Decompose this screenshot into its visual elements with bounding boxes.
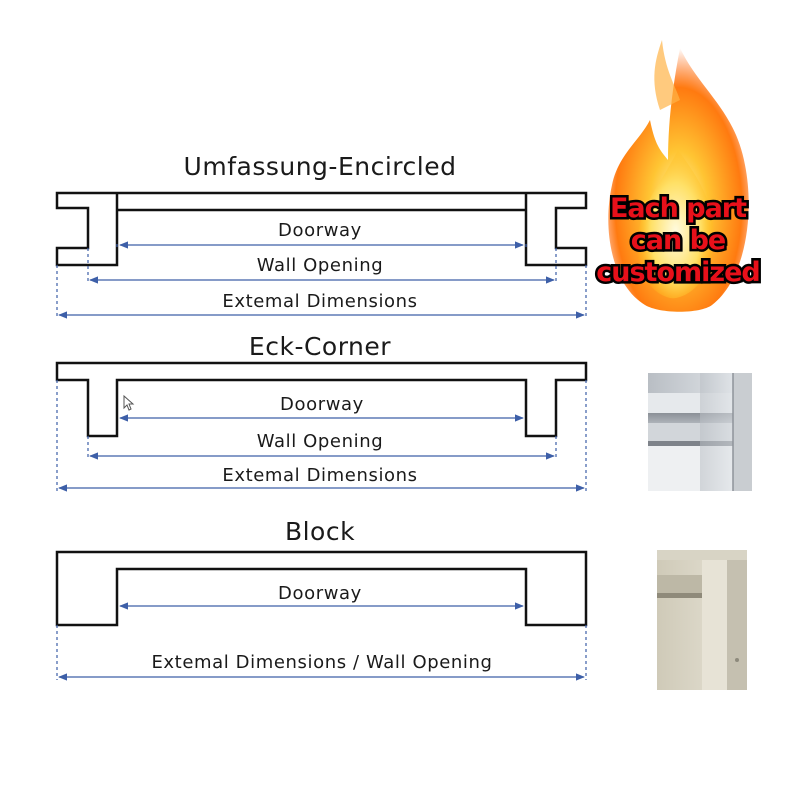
- section-block: Block Doorway Extemal Dimensions / Wall …: [55, 517, 588, 681]
- block-frame-photo: [657, 550, 747, 690]
- external-dimensions-wall-opening-label: Extemal Dimensions / Wall Opening: [151, 652, 492, 673]
- section-corner: Eck-Corner Doorway Wall Opening Extemal …: [55, 332, 588, 492]
- doorway-label: Doorway: [278, 220, 362, 241]
- block-frame-profile: [55, 550, 588, 627]
- badge-line-3: customized: [596, 257, 760, 288]
- flame-icon: [608, 40, 749, 312]
- wall-opening-label: Wall Opening: [257, 255, 384, 276]
- section-title: Umfassung-Encircled: [184, 152, 457, 181]
- section-title: Block: [285, 517, 355, 546]
- corner-frame-photo: [648, 373, 752, 491]
- external-dimensions-label: Extemal Dimensions: [222, 465, 417, 486]
- cursor-icon: [123, 394, 135, 411]
- section-encircled: Umfassung-Encircled Doorway Wall Opening…: [55, 152, 588, 319]
- badge-line-1: Each part: [610, 193, 747, 224]
- customization-badge: Each part can be customized: [594, 191, 764, 291]
- doorway-label: Doorway: [278, 583, 362, 604]
- section-title: Eck-Corner: [249, 332, 391, 361]
- external-dimensions-label: Extemal Dimensions: [222, 291, 417, 312]
- badge-line-2: can be: [631, 225, 726, 256]
- doorway-label: Doorway: [280, 394, 364, 415]
- wall-opening-label: Wall Opening: [257, 431, 384, 452]
